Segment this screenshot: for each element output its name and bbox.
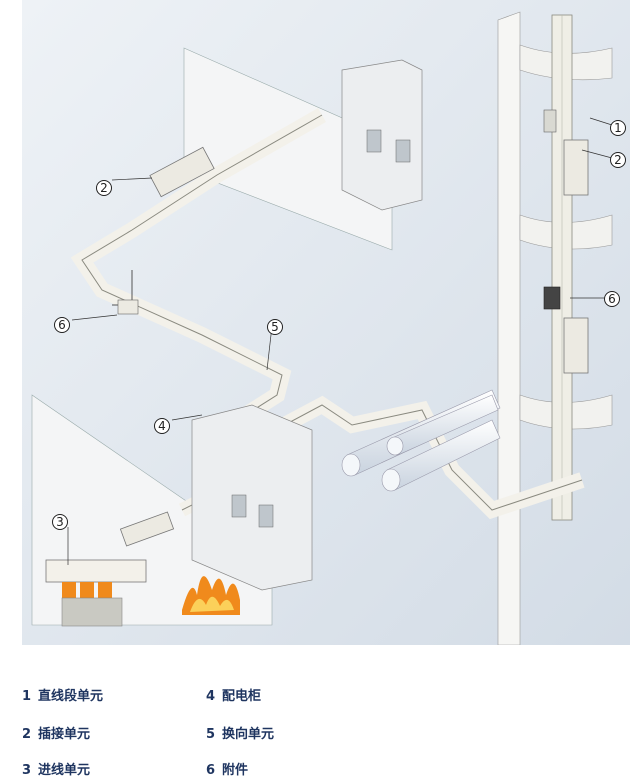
callout-1: 1 bbox=[610, 120, 626, 136]
leader-lines bbox=[67, 117, 613, 565]
diagram-canvas bbox=[22, 0, 630, 646]
upper-wall bbox=[183, 47, 423, 251]
plug-in-box-upper bbox=[563, 139, 589, 196]
incoming-line-unit bbox=[45, 511, 175, 627]
callout-6-left: 6 bbox=[54, 317, 70, 333]
callout-5: 5 bbox=[267, 319, 283, 335]
callout-2-right: 2 bbox=[610, 152, 626, 168]
callout-3: 3 bbox=[52, 514, 68, 530]
accessory-clamp bbox=[543, 286, 561, 310]
callout-2-left: 2 bbox=[96, 180, 112, 196]
upper-cabinet bbox=[341, 59, 423, 211]
distribution-cabinet bbox=[191, 404, 313, 591]
fire-illustration bbox=[182, 576, 240, 615]
callout-6-right: 6 bbox=[604, 291, 620, 307]
callout-4: 4 bbox=[154, 418, 170, 434]
plug-in-unit-upper bbox=[149, 146, 215, 198]
accessory-hanger bbox=[112, 270, 139, 315]
busway-diagram: 1 2 2 3 4 5 6 6 bbox=[22, 0, 630, 646]
pipes bbox=[341, 389, 501, 492]
plug-in-box-lower bbox=[563, 317, 589, 374]
